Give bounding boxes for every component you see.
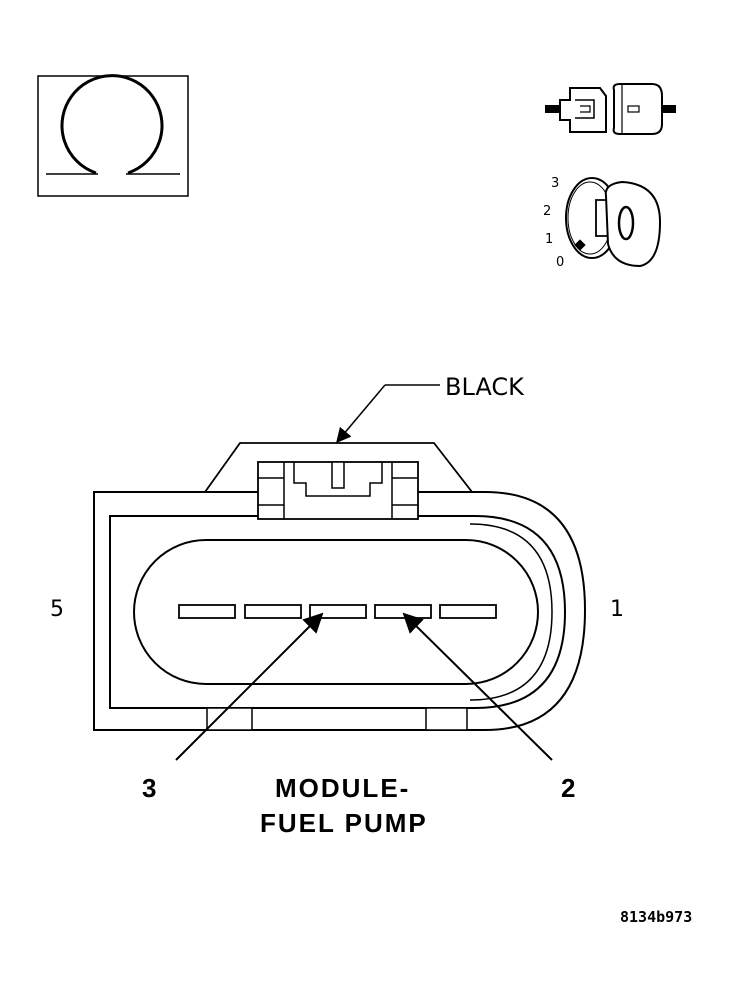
ignition-position-1: 1 <box>545 232 553 247</box>
ignition-position-2: 2 <box>543 204 551 219</box>
pin-3-arrow <box>175 612 324 761</box>
connector-title-line2: FUEL PUMP <box>260 808 428 838</box>
terminal-row <box>178 604 497 619</box>
connector-title-line1: MODULE- <box>275 773 410 803</box>
cavity-end-label-right: 1 <box>610 597 624 622</box>
pin-callout-2: 2 <box>561 773 575 803</box>
terminal-5 <box>178 604 236 619</box>
pin-2-arrow <box>402 612 553 761</box>
terminal-3 <box>309 604 367 619</box>
ignition-position-0: 0 <box>556 255 564 270</box>
figure-id: 8134b973 <box>620 908 692 926</box>
ignition-key-icon <box>565 177 662 268</box>
color-leader <box>336 384 440 444</box>
terminal-4 <box>244 604 302 619</box>
terminal-2 <box>374 604 432 619</box>
ignition-position-3: 3 <box>551 176 559 191</box>
connector-color-label: BLACK <box>445 373 525 401</box>
terminal-1 <box>439 604 497 619</box>
connector-disconnect-icon <box>545 83 676 135</box>
cavity-end-label-left: 5 <box>50 597 64 622</box>
pin-callout-3: 3 <box>142 773 156 803</box>
connector-body <box>93 442 587 731</box>
ohm-symbol <box>37 74 189 197</box>
